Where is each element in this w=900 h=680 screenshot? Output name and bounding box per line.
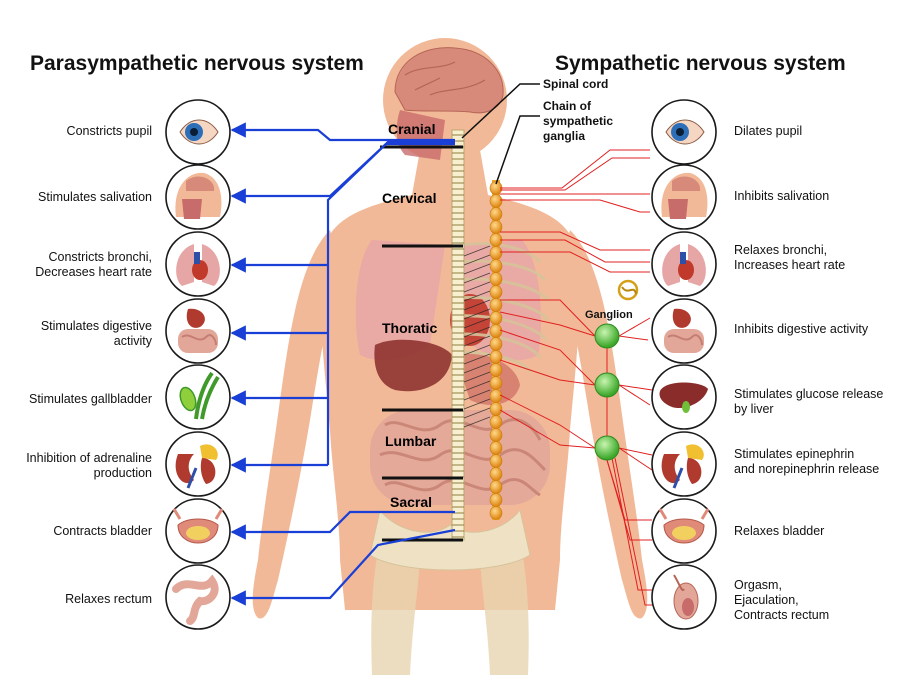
brain xyxy=(394,47,504,114)
eye-icon xyxy=(651,99,717,165)
spinal-cord-label: Spinal cord xyxy=(543,77,609,91)
liver-icon xyxy=(651,364,717,430)
sympathetic-ganglion-bead xyxy=(489,493,503,507)
sympathetic-ganglion-bead xyxy=(489,350,503,364)
sympathetic-ganglion-bead xyxy=(489,415,503,429)
ganglion-upper xyxy=(594,323,620,349)
bladder-icon xyxy=(651,498,717,564)
parasympathetic-pathways xyxy=(230,122,456,606)
sympathetic-ganglion-bead xyxy=(489,259,503,273)
digestive-tract-icon xyxy=(651,298,717,364)
right-leg xyxy=(480,540,529,675)
symp-effect-1: Dilates pupil xyxy=(734,124,803,138)
sympathetic-ganglion-bead xyxy=(489,441,503,455)
sympathetic-ganglion-bead xyxy=(489,467,503,481)
stomach xyxy=(455,353,520,405)
head-section-icon xyxy=(165,164,231,230)
sympathetic-ganglion-bead xyxy=(489,389,503,403)
head-section-icon xyxy=(651,164,717,230)
sympathetic-ganglion-bead xyxy=(489,194,503,208)
sympathetic-ganglion-bead xyxy=(489,506,503,520)
left-arm xyxy=(252,230,340,619)
sympathetic-ganglion-bead xyxy=(489,428,503,442)
lungs-heart-icon xyxy=(651,231,717,297)
para-effect-1: Constricts pupil xyxy=(66,124,152,138)
parasympathetic-title: Parasympathetic nervous system xyxy=(30,52,364,75)
sympathetic-chain xyxy=(489,180,503,520)
symp-effect-7: Relaxes bladder xyxy=(734,524,825,538)
para-effect-7: Contracts bladder xyxy=(53,524,152,538)
para-effect-5: Stimulates gallbladder xyxy=(29,392,152,406)
sympathetic-ganglion-bead xyxy=(489,272,503,286)
section-separators xyxy=(380,145,463,542)
ganglion-label: Ganglion xyxy=(585,309,633,321)
ganglion-middle xyxy=(594,372,620,398)
sympathetic-ganglion-bead xyxy=(489,285,503,299)
section-thoratic: Thoratic xyxy=(382,320,438,336)
eye-icon xyxy=(165,99,231,165)
sympathetic-ganglion-bead xyxy=(489,363,503,377)
para-effect-2: Stimulates salivation xyxy=(38,190,152,204)
section-cranial: Cranial xyxy=(388,121,436,137)
sympathetic-ganglion-bead xyxy=(489,376,503,390)
sympathetic-ganglion-bead xyxy=(489,324,503,338)
bladder-icon xyxy=(165,498,231,564)
lungs-heart-icon xyxy=(165,231,231,297)
symp-effect-6: Stimulates epinephrin and norepinephrin … xyxy=(734,447,880,476)
section-lumbar: Lumbar xyxy=(385,433,437,449)
pancreas-knot-icon xyxy=(617,279,639,301)
sympathetic-ganglion-bead xyxy=(489,246,503,260)
sympathetic-ganglion-bead xyxy=(489,337,503,351)
para-effect-4: Stimulates digestive activity xyxy=(40,319,152,348)
sympathetic-ganglion-bead xyxy=(489,480,503,494)
symp-effect-8: Orgasm, Ejaculation, Contracts rectum xyxy=(734,578,830,622)
sympathetic-ganglion-bead xyxy=(489,207,503,221)
kidney-adrenal-icon xyxy=(165,431,231,497)
rectum-icon xyxy=(165,564,231,630)
para-effect-3: Constricts bronchi, Decreases heart rate xyxy=(35,250,152,279)
left-lung xyxy=(355,240,445,361)
liver xyxy=(374,339,452,392)
sympathetic-ganglion-bead xyxy=(489,311,503,325)
reproductive-organ-icon xyxy=(651,564,717,630)
ganglion-lower xyxy=(594,435,620,461)
ganglia xyxy=(594,323,620,461)
para-effect-8: Relaxes rectum xyxy=(65,592,152,606)
sympathetic-title: Sympathetic nervous system xyxy=(555,52,846,75)
gallbladder-icon xyxy=(165,364,231,430)
right-arm xyxy=(560,230,648,619)
digestive-tract-icon xyxy=(165,298,231,364)
kidney-adrenal-icon xyxy=(651,431,717,497)
left-leg xyxy=(371,540,420,675)
sympathetic-ganglion-bead xyxy=(489,402,503,416)
symp-effect-2: Inhibits salivation xyxy=(734,189,830,203)
section-cervical: Cervical xyxy=(382,190,437,206)
section-sacral: Sacral xyxy=(390,494,433,510)
para-effect-6: Inhibition of adrenaline production xyxy=(26,451,152,480)
symp-effect-3: Relaxes bronchi, Increases heart rate xyxy=(734,243,846,272)
sympathetic-ganglion-bead xyxy=(489,454,503,468)
chain-ganglia-label: Chain of sympathetic ganglia xyxy=(543,99,614,143)
symp-effect-4: Inhibits digestive activity xyxy=(734,322,869,336)
spinal-cord-callout-line xyxy=(461,83,540,139)
sympathetic-pathways xyxy=(499,149,662,606)
symp-effect-5: Stimulates glucose release by liver xyxy=(734,387,884,416)
chain-callout-line xyxy=(495,115,540,185)
